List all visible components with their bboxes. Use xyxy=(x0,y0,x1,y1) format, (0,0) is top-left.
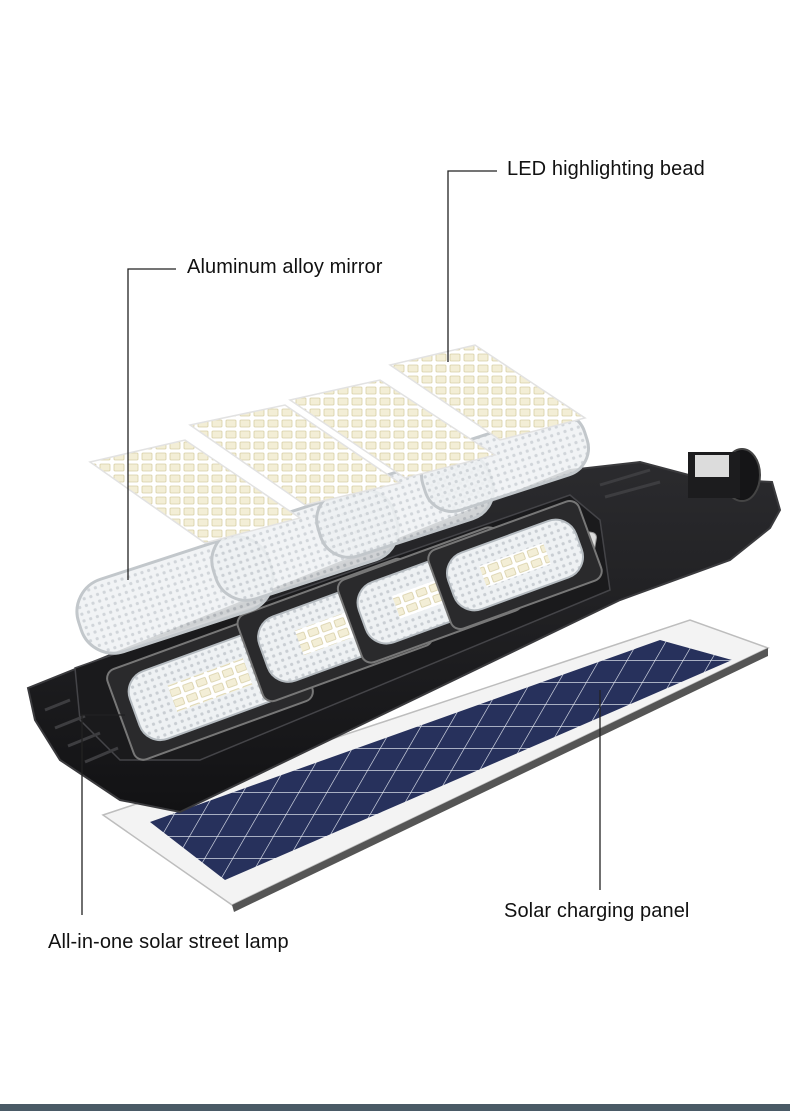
callout-leaders xyxy=(81,170,601,915)
led-bead-boards xyxy=(88,344,587,544)
leader-led-bead xyxy=(447,170,497,362)
leader-street-lamp xyxy=(81,714,125,915)
callout-all-in-one-solar-street-lamp: All-in-one solar street lamp xyxy=(48,931,289,953)
callout-led-highlighting-bead: LED highlighting bead xyxy=(507,158,705,180)
installed-reflectors xyxy=(106,499,603,761)
solar-charging-panel xyxy=(101,619,770,912)
aluminum-alloy-mirrors xyxy=(75,411,590,655)
bottom-border-bar xyxy=(0,1104,790,1111)
callout-solar-charging-panel: Solar charging panel xyxy=(504,900,690,922)
leader-mirror xyxy=(127,268,176,580)
callout-aluminum-alloy-mirror: Aluminum alloy mirror xyxy=(187,256,383,278)
